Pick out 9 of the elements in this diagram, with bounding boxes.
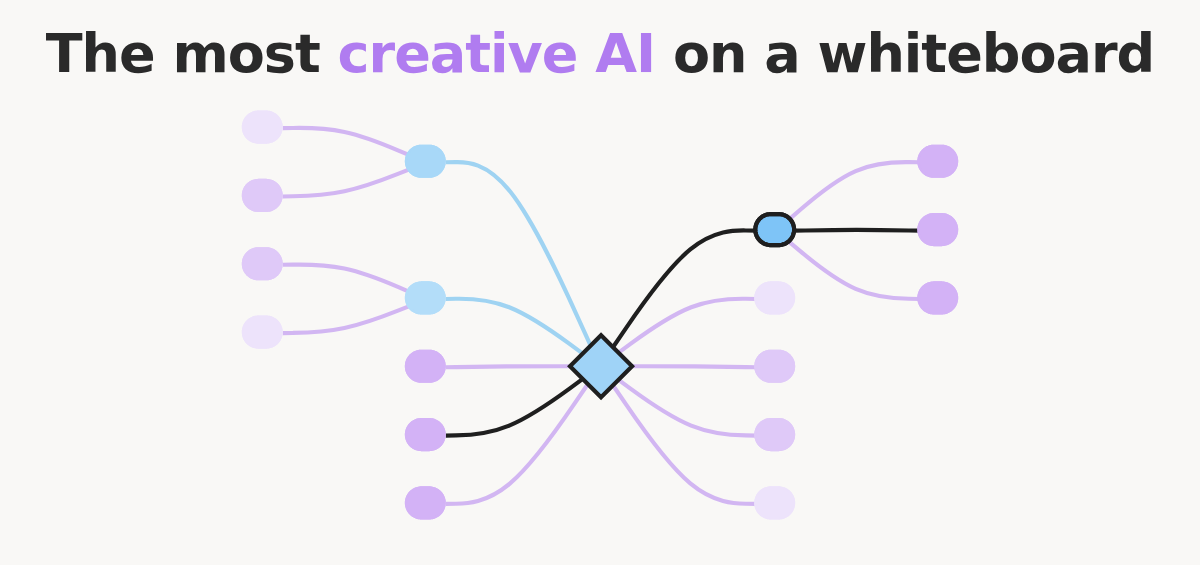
- connector: [282, 167, 410, 199]
- title: The most creative AI on a whiteboard: [45, 22, 1155, 85]
- connector: [445, 296, 584, 355]
- connector: [445, 377, 584, 438]
- connector: [282, 304, 410, 336]
- connector: [445, 364, 569, 370]
- connector: [445, 383, 590, 506]
- node-diamond: [567, 332, 635, 401]
- connector: [445, 160, 593, 346]
